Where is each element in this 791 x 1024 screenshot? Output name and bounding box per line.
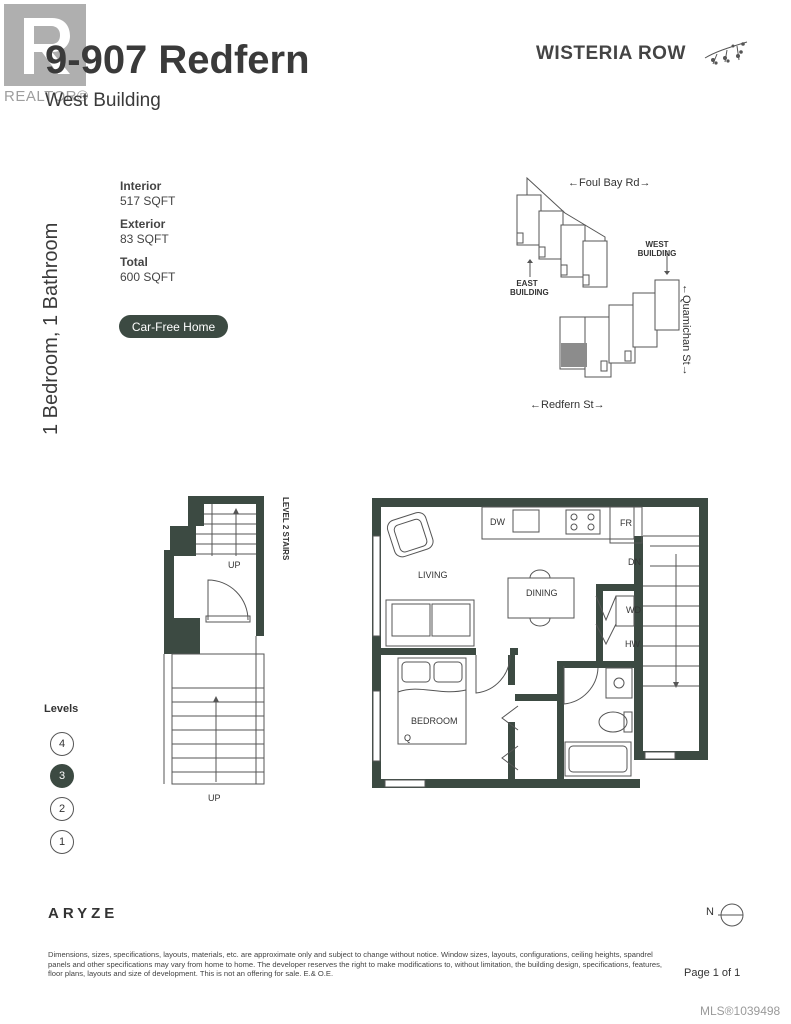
car-free-badge: Car-Free Home	[119, 315, 228, 338]
site-map	[516, 176, 680, 378]
dw-label: DW	[490, 517, 505, 527]
west-building-label: WEST BUILDING	[637, 240, 677, 258]
realtor-logo	[4, 4, 86, 86]
level-4-button[interactable]: 4	[50, 732, 74, 756]
bedroom-label: BEDROOM	[411, 716, 458, 726]
page-number: Page 1 of 1	[684, 967, 741, 979]
q-label: Q	[404, 733, 412, 743]
up-label-bottom: UP	[208, 793, 221, 803]
spec-exterior-value: 83 SQFT	[120, 232, 169, 246]
spec-interior-label: Interior	[120, 179, 162, 193]
wd-label: WD	[626, 605, 641, 615]
level-2-stairs-label: LEVEL 2 STAIRS	[281, 497, 290, 561]
street-foul-bay: ←Foul Bay Rd→	[568, 177, 651, 189]
unit-floor-plan	[372, 498, 708, 788]
compass-n-label: N	[706, 906, 714, 918]
disclaimer-text: Dimensions, sizes, specifications, layou…	[48, 950, 663, 979]
spec-interior-value: 517 SQFT	[120, 194, 176, 208]
levels-label: Levels	[44, 703, 79, 715]
east-building-label: EAST BUILDING	[510, 279, 549, 297]
realtor-r-icon	[24, 18, 70, 74]
level-2-button[interactable]: 2	[50, 797, 74, 821]
spec-exterior-label: Exterior	[120, 217, 166, 231]
developer-logo: ARYZE	[48, 905, 119, 922]
dining-label: DINING	[526, 588, 558, 598]
fr-label: FR	[620, 518, 632, 528]
hw-label: HW	[625, 639, 640, 649]
building-subtitle: West Building	[45, 90, 161, 111]
wisteria-icon	[704, 41, 748, 65]
unit-type-vertical: 1 Bedroom, 1 Bathroom	[40, 222, 62, 435]
up-label-top: UP	[228, 560, 241, 570]
realtor-label: REALTOR®	[4, 88, 89, 105]
level-3-button[interactable]: 3	[50, 764, 74, 788]
spec-total-value: 600 SQFT	[120, 270, 176, 284]
spec-total-label: Total	[120, 255, 148, 269]
level-1-button[interactable]: 1	[50, 830, 74, 854]
page-title: 9-907 Redfern	[45, 38, 310, 82]
living-label: LIVING	[418, 570, 448, 580]
mls-number: MLS®1039498	[700, 1004, 781, 1018]
street-redfern: ←Redfern St→	[530, 399, 605, 411]
brand-name: WISTERIA ROW	[536, 43, 686, 64]
compass-icon	[718, 903, 744, 927]
level-2-stairs-plan	[163, 496, 265, 785]
dn-label: DN	[628, 557, 641, 567]
